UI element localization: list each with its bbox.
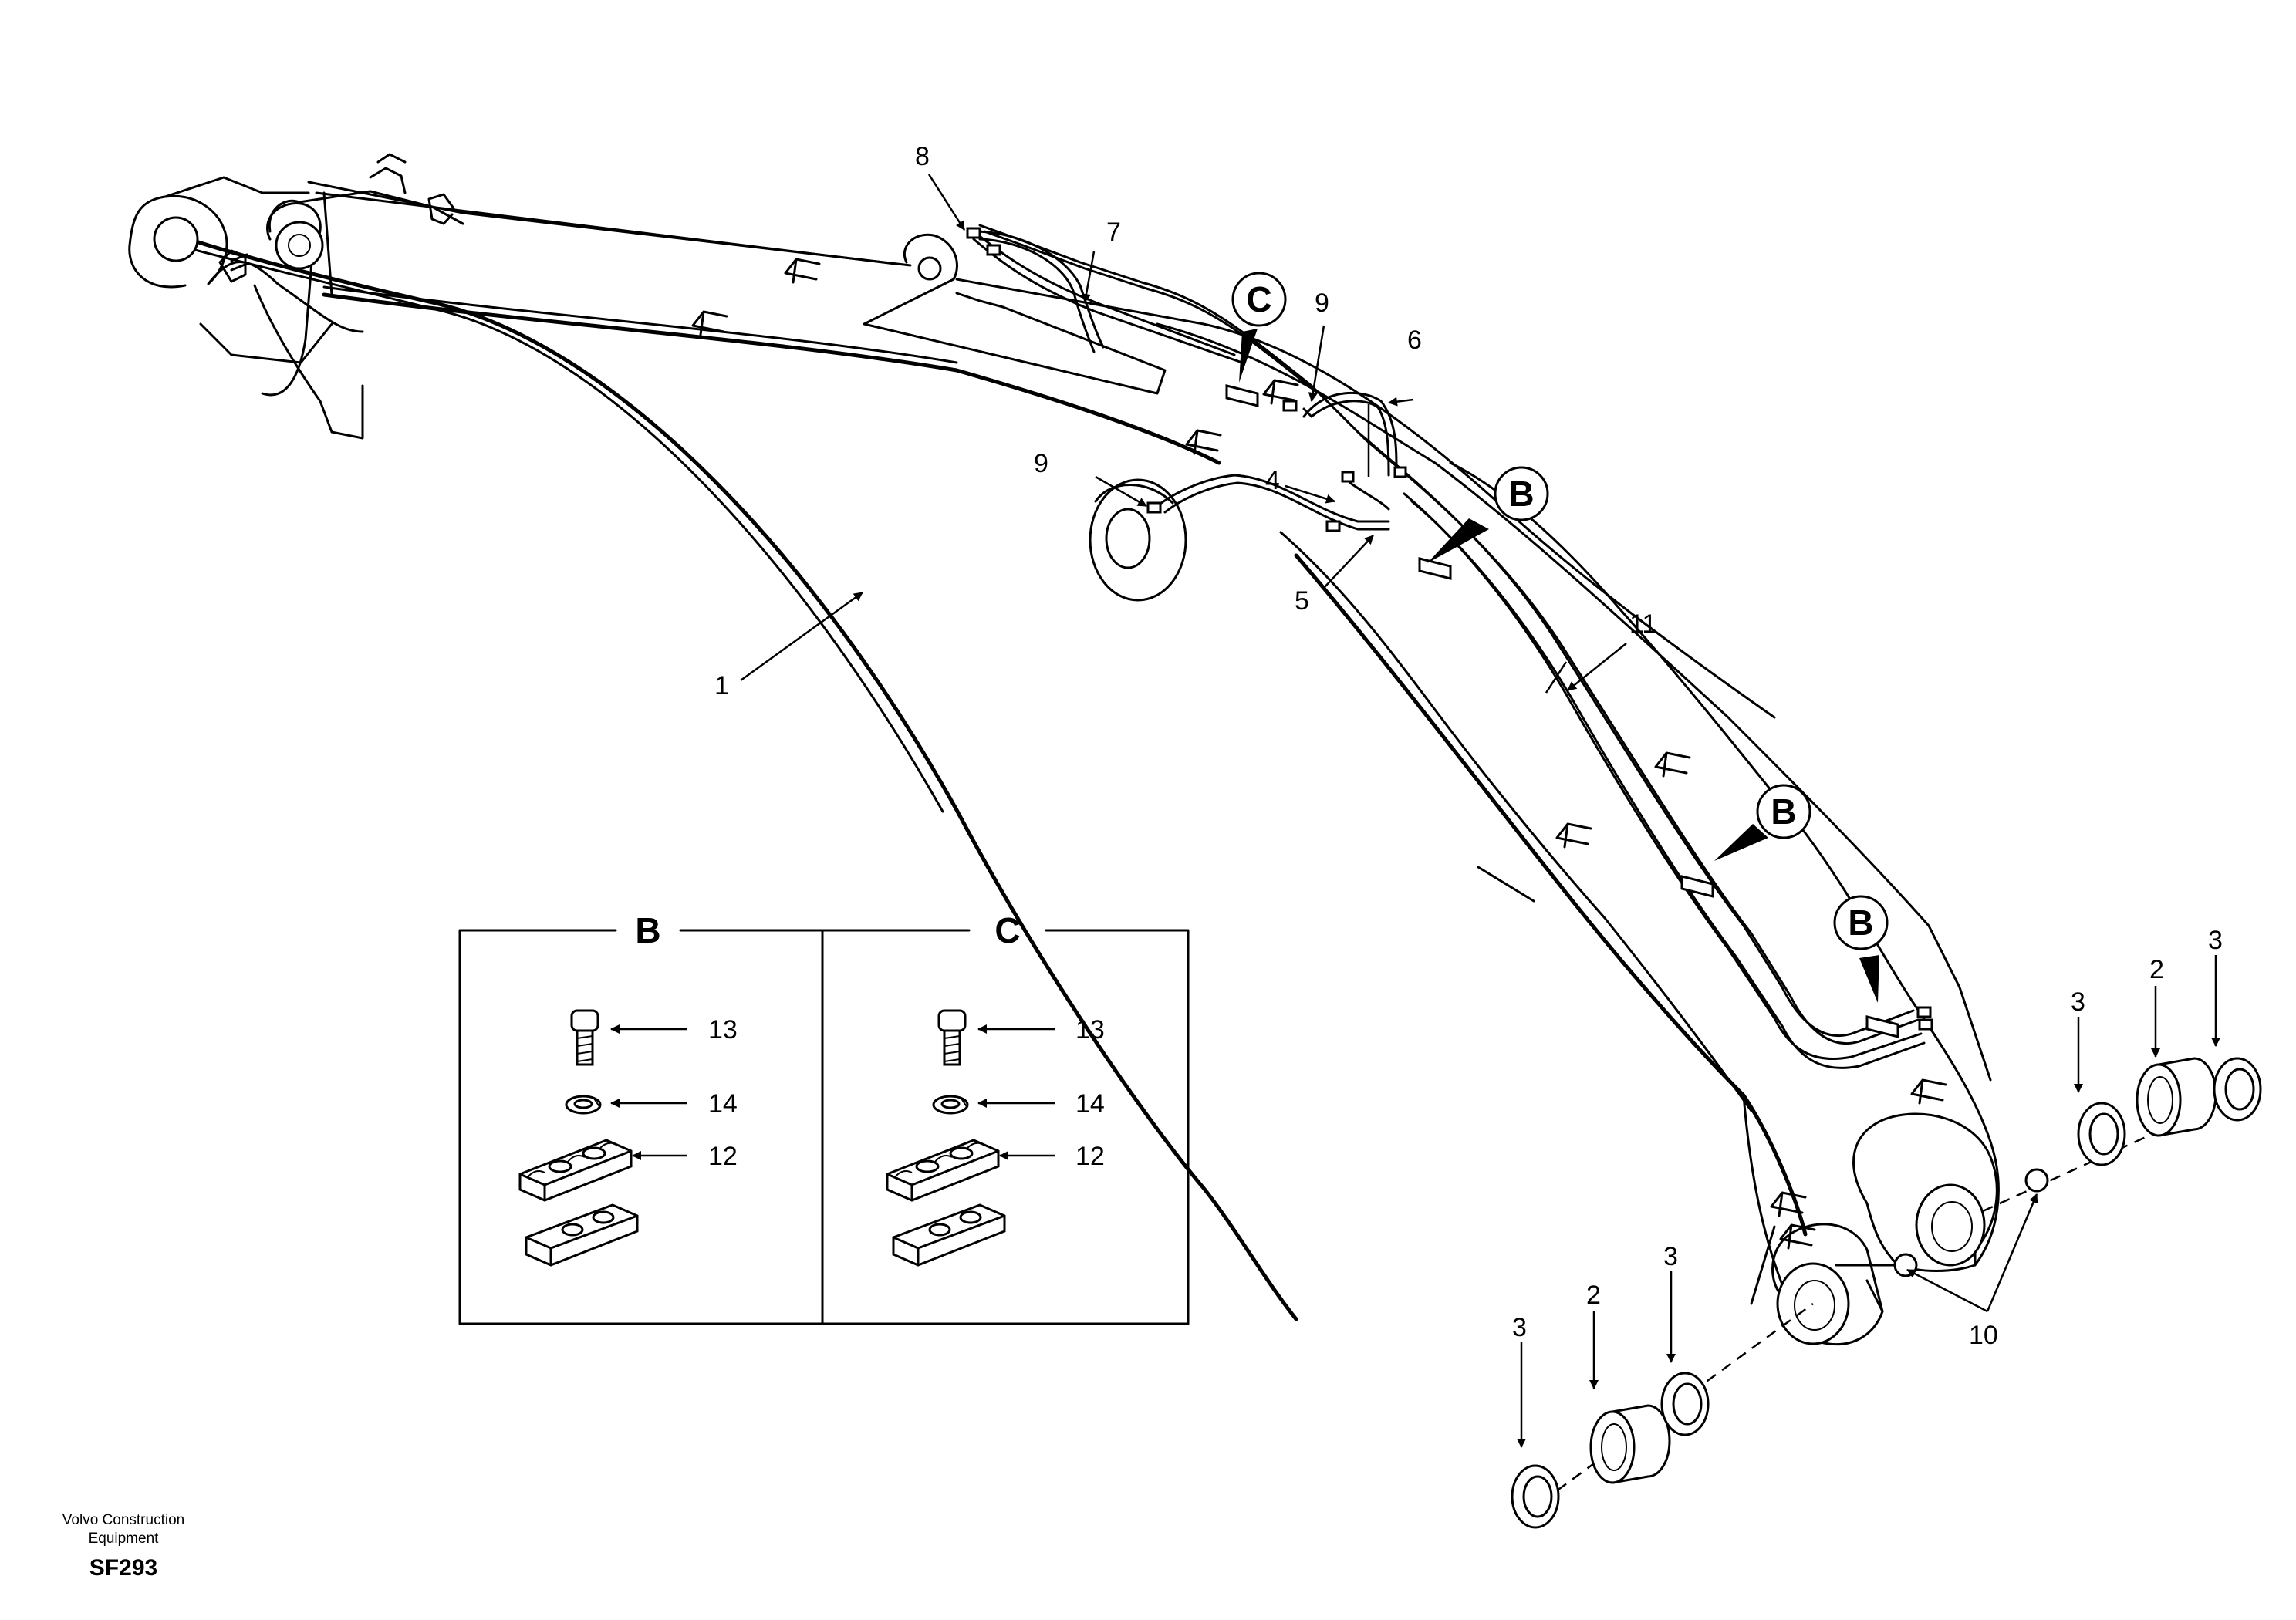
callout-3-b: 3 [1663,1242,1678,1271]
callout-5: 5 [1295,586,1309,616]
callout-2-b: 2 [2149,955,2164,984]
callout-leaders [740,174,2220,1448]
callout-4: 4 [1265,466,1280,495]
callout-6: 6 [1407,326,1422,355]
detail-title-c: C [994,910,1020,950]
detail-c-callout-12: 12 [1075,1142,1105,1171]
callout-10: 10 [1969,1321,1998,1350]
callout-2-a: 2 [1586,1281,1601,1310]
detail-b-callout-13: 13 [708,1015,738,1045]
figure-code: SF293 [89,1555,157,1581]
detail-b-callout-14: 14 [708,1089,738,1119]
detail-c-callout-14: 14 [1075,1089,1105,1119]
bushing-set-upper [1982,1057,2262,1213]
view-marker-b-2: B [1756,784,1811,839]
svg-text:B: B [1848,903,1873,943]
bushing-set-lower [1511,1302,1814,1529]
detail-box: B C 13 14 12 13 14 12 [458,910,1190,1325]
footer-company-2: Equipment [89,1531,160,1547]
callout-7: 7 [1106,218,1121,247]
view-marker-pointers [1239,329,1879,1003]
view-marker-b-1: B [1494,466,1549,521]
callout-1: 1 [714,671,729,700]
callout-3-a: 3 [1512,1313,1527,1342]
detail-c-callout-13: 13 [1075,1015,1105,1045]
callout-9-upper: 9 [1315,289,1329,318]
svg-text:B: B [1771,791,1796,832]
callout-9-lower: 9 [1034,449,1048,478]
callout-3-c: 3 [2071,987,2085,1017]
callout-labels: 1 7 8 9 6 9 4 5 11 10 3 2 3 3 2 3 [714,142,2223,1350]
boom [128,153,2000,1346]
detail-b-callout-12: 12 [708,1142,738,1171]
footer: Volvo Construction Equipment SF293 [62,1512,184,1581]
footer-company: Volvo Construction [62,1512,184,1528]
detail-title-b: B [635,910,660,950]
svg-text:C: C [1246,279,1271,319]
detail-c-parts: 13 14 12 [886,1009,1105,1267]
callout-8: 8 [915,142,930,171]
svg-text:B: B [1508,474,1534,514]
callout-3-d: 3 [2208,926,2223,955]
view-marker-b-3: B [1833,895,1889,950]
callout-11: 11 [1629,609,1656,639]
view-marker-c: C [1231,272,1287,327]
hydraulic-hoses [966,224,1933,1069]
view-markers: C B B B [1231,272,1889,950]
detail-b-parts: 13 14 12 [518,1009,738,1267]
